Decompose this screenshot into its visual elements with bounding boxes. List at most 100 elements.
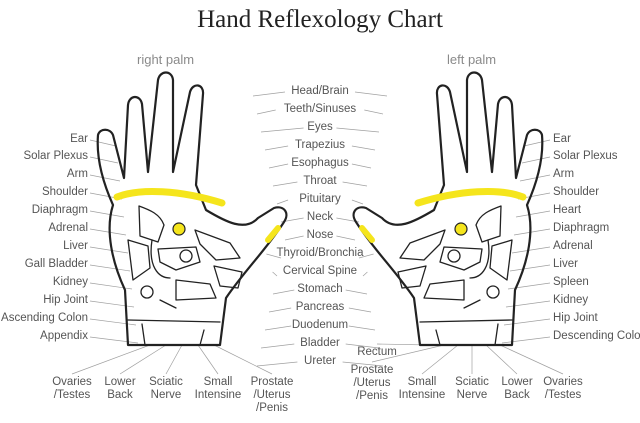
leader-line xyxy=(89,210,125,218)
center-organ-label: Teeth/Sinuses xyxy=(283,103,357,115)
left-organ-label: Solar Plexus xyxy=(23,150,88,162)
right-organ-label: Hip Joint xyxy=(553,312,598,324)
bottom-organ-label: Rectum xyxy=(357,346,397,358)
leader-line xyxy=(523,139,551,147)
leader-line xyxy=(499,344,564,375)
left-highlight-band xyxy=(414,188,527,207)
right-organ-label: Kidney xyxy=(553,294,589,306)
leader-line xyxy=(272,271,278,277)
left-palm-label: left palm xyxy=(447,52,497,67)
leader-line xyxy=(362,271,368,277)
left-organ-label: Ear xyxy=(70,133,88,145)
left-organ-label: Arm xyxy=(66,168,88,180)
leader-line xyxy=(119,344,167,375)
leader-line xyxy=(345,289,368,295)
center-organ-label: Esophagus xyxy=(291,157,349,169)
leader-line xyxy=(272,289,295,295)
leader-line xyxy=(521,156,551,164)
leader-line xyxy=(348,307,372,313)
leader-line xyxy=(342,181,368,187)
right-solar-plexus-dot xyxy=(172,222,186,236)
chart-title: Hand Reflexology Chart xyxy=(197,6,443,33)
right-organ-label: Heart xyxy=(553,204,582,216)
right-organ-label: Ear xyxy=(553,133,571,145)
bottom-organ-label: Prostate /Uterus /Penis xyxy=(350,364,394,402)
right-organ-label: Spleen xyxy=(553,276,589,288)
leader-line xyxy=(256,361,298,367)
center-organ-label: Cervical Spine xyxy=(282,265,358,277)
left-organ-label: Liver xyxy=(63,240,88,252)
leader-line xyxy=(197,344,219,375)
leader-line xyxy=(509,264,551,272)
leader-line xyxy=(348,325,376,331)
leader-line xyxy=(256,109,276,115)
leader-line xyxy=(358,253,374,259)
leader-line xyxy=(266,253,282,259)
right-organ-label: Solar Plexus xyxy=(553,150,618,162)
bottom-organ-label: Sciatic Nerve xyxy=(455,376,489,401)
right-palm-outline xyxy=(96,71,288,347)
leader-line xyxy=(89,336,139,344)
leader-line xyxy=(421,344,459,375)
leader-line xyxy=(485,344,518,375)
bottom-organ-label: Prostate /Uterus /Penis xyxy=(250,376,294,414)
right-organ-label: Shoulder xyxy=(553,186,600,198)
leader-line xyxy=(89,156,119,164)
center-organ-label: Eyes xyxy=(307,121,333,133)
center-organ-label: Pancreas xyxy=(295,301,345,313)
leader-line xyxy=(351,199,364,205)
leader-line xyxy=(342,361,384,367)
left-organ-label: Ascending Colon xyxy=(1,312,88,324)
left-organ-label: Hip Joint xyxy=(43,294,88,306)
right-organ-label: Diaphragm xyxy=(553,222,610,234)
leader-line xyxy=(511,246,551,254)
left-palm-outline xyxy=(352,71,544,347)
left-organ-label: Appendix xyxy=(40,330,88,342)
leader-line xyxy=(260,127,304,133)
bottom-organ-label: Ovaries /Testes xyxy=(543,376,583,401)
leader-line xyxy=(165,344,183,375)
right-organ-label: Descending Colon xyxy=(553,330,640,342)
right-highlight-band xyxy=(113,188,226,207)
bottom-organ-label: Ovaries /Testes xyxy=(52,376,92,401)
leader-line xyxy=(268,163,289,169)
leader-line xyxy=(213,344,273,375)
leader-line xyxy=(264,145,289,151)
leader-line xyxy=(519,174,551,182)
center-organ-label: Pituitary xyxy=(299,193,341,205)
left-organ-label: Gall Bladder xyxy=(24,258,88,270)
right-organ-label: Adrenal xyxy=(553,240,593,252)
left-organ-label: Diaphragm xyxy=(31,204,88,216)
bottom-organ-label: Sciatic Nerve xyxy=(149,376,183,401)
leader-line xyxy=(513,228,551,236)
leader-line xyxy=(89,246,129,254)
leader-line xyxy=(272,181,298,187)
leader-lines xyxy=(71,91,564,375)
left-solar-plexus-dot xyxy=(454,222,468,236)
leader-line xyxy=(71,344,151,375)
left-organ-label: Adrenal xyxy=(48,222,88,234)
center-organ-label: Head/Brain xyxy=(291,85,349,97)
leader-line xyxy=(371,344,445,363)
leader-line xyxy=(89,318,137,326)
leader-line xyxy=(345,343,380,349)
leader-line xyxy=(351,145,376,151)
leader-line xyxy=(501,336,551,344)
right-organ-label: Arm xyxy=(553,168,575,180)
right-thumb-highlight xyxy=(265,225,281,243)
left-organ-label: Kidney xyxy=(52,276,88,288)
leader-line xyxy=(336,127,380,133)
leader-line xyxy=(89,139,117,147)
center-organ-label: Bladder xyxy=(300,337,340,349)
leader-line xyxy=(351,163,372,169)
center-organ-label: Nose xyxy=(306,229,334,241)
leader-line xyxy=(503,318,551,326)
leader-line xyxy=(268,307,292,313)
leader-line xyxy=(354,91,388,97)
center-organ-label: Trapezius xyxy=(294,139,346,151)
center-organ-label: Duodenum xyxy=(291,319,349,331)
center-organ-label: Neck xyxy=(306,211,334,223)
leader-line xyxy=(89,174,121,182)
